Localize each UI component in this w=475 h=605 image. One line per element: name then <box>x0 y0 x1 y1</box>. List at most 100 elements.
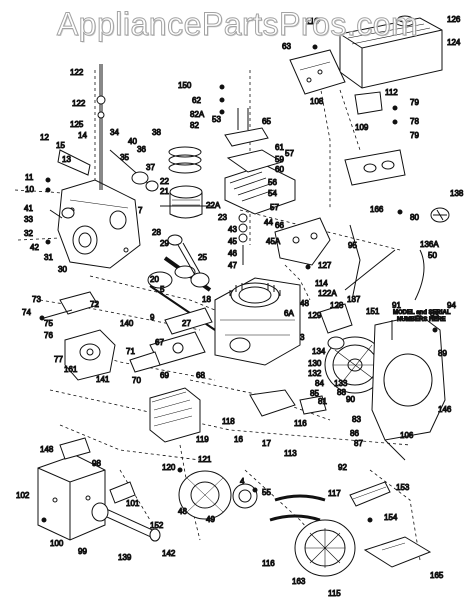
callout: 17 <box>262 439 271 448</box>
callout: 21 <box>160 187 169 196</box>
callout: 82A <box>190 110 205 119</box>
callout: 114 <box>315 279 328 288</box>
callout: 35 <box>120 153 129 162</box>
callout: 92 <box>338 463 347 472</box>
callout: 27 <box>182 319 191 328</box>
callout: 142 <box>162 549 176 558</box>
callout: 32 <box>24 229 33 238</box>
callout: 116 <box>262 559 275 568</box>
callout: 89 <box>438 349 447 358</box>
callout: 22A <box>206 201 221 210</box>
rear-bracket-assembly <box>37 437 106 541</box>
dipstick <box>96 64 106 190</box>
callout: 120 <box>162 463 176 472</box>
note-line-1: MODEL and SERIAL <box>393 310 451 316</box>
callout: 11 <box>25 173 34 182</box>
callout: 73 <box>32 295 41 304</box>
callout: 166 <box>370 205 384 214</box>
callout: 130 <box>308 359 322 368</box>
callout: 40 <box>128 137 137 146</box>
callout: 138 <box>450 189 464 198</box>
callout: 63 <box>282 42 291 51</box>
model-serial-note: MODEL and SERIAL NUMBERS HERE <box>393 310 452 324</box>
control-bracket <box>344 91 406 186</box>
piston-assembly <box>160 146 214 219</box>
callout: 71 <box>126 347 135 356</box>
callout: 47 <box>228 261 237 270</box>
callout: 134 <box>312 347 326 356</box>
callout: 72 <box>90 300 99 309</box>
note-line-2: NUMBERS HERE <box>397 317 446 323</box>
callout: 48 <box>300 299 309 308</box>
callout: 84 <box>315 379 324 388</box>
callout: 146 <box>438 405 452 414</box>
shroud-bracket <box>249 389 327 417</box>
callout: 88 <box>337 388 346 397</box>
callout: 9 <box>150 313 155 322</box>
retainer-ring <box>232 483 258 509</box>
callout: 33 <box>24 215 33 224</box>
callout: 141 <box>96 375 110 384</box>
callout: 60 <box>275 165 284 174</box>
callout: 124 <box>447 38 461 47</box>
callout: 125 <box>70 120 84 129</box>
callout: 163 <box>292 577 306 586</box>
throttle-link <box>344 224 425 301</box>
callout: 65 <box>262 117 271 126</box>
callout: 98 <box>92 459 101 468</box>
callout: 68 <box>196 371 205 380</box>
callout: 137 <box>347 295 361 304</box>
recoil-starter <box>294 519 356 577</box>
callout: 165 <box>430 571 444 580</box>
callout: 93 <box>430 311 439 320</box>
callout: 22 <box>160 177 169 186</box>
callout: 78 <box>410 117 419 126</box>
callout: 56 <box>268 178 277 187</box>
callout: 122 <box>72 99 86 108</box>
callout: 117 <box>328 489 341 498</box>
callout: 115 <box>328 589 341 598</box>
callout: 55 <box>262 488 271 497</box>
callout: 46 <box>228 249 237 258</box>
callout: 95 <box>348 241 357 250</box>
callout: 102 <box>16 491 30 500</box>
callout: 112 <box>385 88 398 97</box>
callout: 30 <box>58 265 67 274</box>
callout: 43 <box>228 225 237 234</box>
callout: 91 <box>392 301 401 310</box>
callout: 53 <box>212 115 221 124</box>
callout: 41 <box>24 204 33 213</box>
callout: 87 <box>354 439 363 448</box>
callout: 29 <box>160 239 169 248</box>
callout: 3 <box>300 333 305 342</box>
callout: 94 <box>447 301 456 310</box>
callout: 13 <box>62 155 71 164</box>
callout: 75 <box>44 319 53 328</box>
callout: 23 <box>218 213 227 222</box>
callout: 100 <box>50 539 64 548</box>
callout: 42 <box>30 243 39 252</box>
callout: 74 <box>22 308 31 317</box>
callout: 150 <box>178 81 192 90</box>
starter-cup <box>178 470 232 520</box>
callout: 99 <box>78 547 87 556</box>
callout: 66 <box>275 221 284 230</box>
callout: 61 <box>275 143 284 152</box>
callout: 110 <box>306 17 319 26</box>
callout: 80 <box>410 213 419 222</box>
tank-bracket <box>289 49 346 95</box>
callout: 38 <box>152 128 161 137</box>
callout: 44 <box>264 218 273 227</box>
callout: 59 <box>275 155 284 164</box>
callout: 7 <box>138 206 143 215</box>
callout: 154 <box>384 513 398 522</box>
callout: 161 <box>64 365 78 374</box>
callout: 127 <box>318 261 332 270</box>
callout: 76 <box>44 331 53 340</box>
callout: 86 <box>350 429 359 438</box>
callout: 85 <box>310 389 319 398</box>
ignition-coil <box>319 303 353 350</box>
callout: 101 <box>126 499 140 508</box>
callout: 50 <box>428 251 437 260</box>
